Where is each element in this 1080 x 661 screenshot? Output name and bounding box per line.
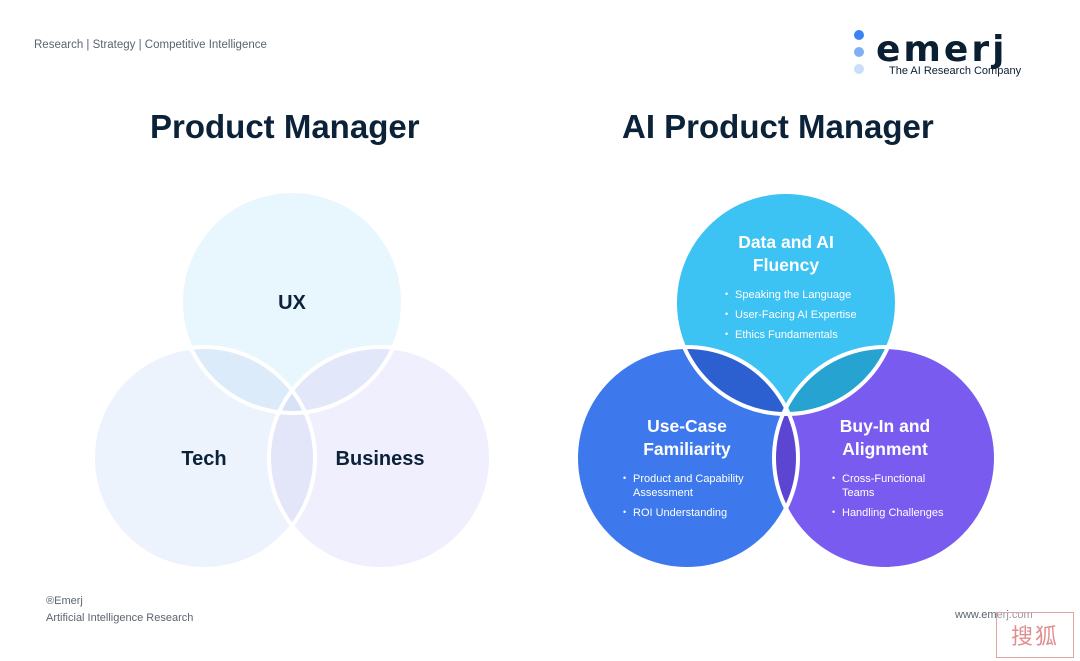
- right-circle-title-buyin: Buy-In and: [840, 416, 930, 436]
- left-circle-label-tech: Tech: [181, 448, 226, 470]
- watermark-stamp: 搜狐: [996, 612, 1074, 658]
- right-bullet-dot-buyin: •: [832, 507, 835, 517]
- right-diagram-title: AI Product Manager: [622, 108, 934, 145]
- footer-subtitle: Artificial Intelligence Research: [46, 612, 194, 624]
- left-circle-outline-2: [267, 345, 493, 571]
- right-bullet-dot-usecase: •: [623, 507, 626, 517]
- left-circle-outline-0: [179, 189, 405, 415]
- logo-dot-1: [854, 30, 864, 40]
- right-bullet-dot-data: •: [725, 329, 728, 339]
- left-circle-outline-1: [91, 345, 317, 571]
- right-bullet-text-usecase: Product and Capability: [633, 473, 744, 485]
- right-circle-outline-0: [673, 190, 899, 416]
- left-overlap-0-2: [269, 347, 403, 413]
- left-overlap-0-1: [181, 347, 315, 413]
- logo-dot-2: [854, 47, 864, 57]
- right-circle-outline-1: [574, 345, 800, 571]
- left-diagram-title: Product Manager: [150, 108, 420, 145]
- right-bullet-text-data: Ethics Fundamentals: [735, 329, 838, 341]
- right-bullet-text-data: User-Facing AI Expertise: [735, 309, 857, 321]
- right-bullet-dot-buyin: •: [832, 473, 835, 483]
- footer-copyright: ®Emerj: [46, 595, 83, 607]
- right-bullet-text-usecase: ROI Understanding: [633, 507, 727, 519]
- logo-dot-3: [854, 64, 864, 74]
- emerj-logo: emerj The AI Research Company: [852, 30, 1052, 80]
- right-circle-title-data: Data and AI: [738, 232, 834, 252]
- logo-subtitle: The AI Research Company: [889, 65, 1022, 77]
- left-circle-label-ux: UX: [278, 292, 306, 314]
- right-bullet-text-usecase: Assessment: [633, 487, 693, 499]
- logo-wordmark: emerj: [876, 29, 1008, 70]
- right-overlap-0-1: [675, 347, 798, 414]
- header-tagline: Research | Strategy | Competitive Intell…: [34, 39, 267, 51]
- right-bullet-dot-data: •: [725, 289, 728, 299]
- right-bullet-dot-data: •: [725, 309, 728, 319]
- left-venn-group: UX Tech Business: [91, 189, 493, 571]
- right-bullet-text-buyin: Handling Challenges: [842, 507, 944, 519]
- right-overlap-0-2: [774, 347, 897, 414]
- footer-left: ®Emerj Artificial Intelligence Research: [46, 593, 193, 627]
- right-bullet-text-buyin: Cross-Functional: [842, 473, 925, 485]
- right-circle-title-buyin: Alignment: [842, 439, 928, 459]
- right-circle-title-usecase: Familiarity: [643, 439, 731, 459]
- right-bullet-dot-usecase: •: [623, 473, 626, 483]
- right-circle-title-data: Fluency: [753, 255, 819, 275]
- right-bullet-text-data: Speaking the Language: [735, 289, 851, 301]
- right-bullet-text-buyin: Teams: [842, 487, 875, 499]
- right-circle-outline-2: [772, 345, 998, 571]
- left-circle-label-business: Business: [336, 448, 425, 470]
- right-circle-title-usecase: Use-Case: [647, 416, 727, 436]
- right-venn-group: Data and AI Fluency • Speaking the Language…: [574, 190, 998, 571]
